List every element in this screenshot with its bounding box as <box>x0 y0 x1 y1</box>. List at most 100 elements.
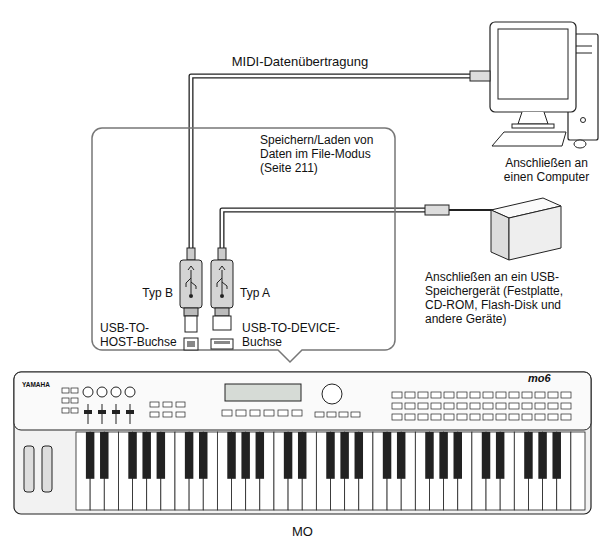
strain-relief <box>187 248 195 260</box>
node-text: Anschließen an ein USB-Speichergerät (Fe… <box>425 270 565 326</box>
pc-keyboard <box>492 132 566 146</box>
black-key <box>524 432 532 479</box>
button <box>163 402 172 407</box>
button <box>315 412 324 417</box>
button <box>71 388 78 393</box>
button <box>176 412 185 417</box>
usb-symbol <box>189 294 193 298</box>
button <box>405 414 415 420</box>
usb-a-plug <box>211 248 233 330</box>
black-key <box>157 432 165 479</box>
button <box>522 403 532 409</box>
plug-neck <box>184 308 198 316</box>
node-text: MO <box>10 524 595 540</box>
button <box>292 410 302 416</box>
usb-cable <box>191 76 470 248</box>
black-key <box>496 432 504 479</box>
button <box>431 403 441 409</box>
usb-symbol <box>217 266 227 294</box>
usb-b-jack <box>184 338 198 350</box>
jack-label: USB-TO-DEVICE-Buchse <box>242 321 352 349</box>
storage-device <box>425 198 561 260</box>
button <box>250 410 260 416</box>
button <box>509 414 519 420</box>
power-button <box>581 118 586 123</box>
button <box>457 414 467 420</box>
computer-icon <box>470 22 598 148</box>
black-key <box>227 432 235 479</box>
black-key <box>256 432 264 479</box>
cable-outline <box>191 76 470 248</box>
button <box>150 402 159 407</box>
button <box>470 403 480 409</box>
button <box>444 403 454 409</box>
data-dial <box>322 384 342 404</box>
plug-body <box>211 260 233 308</box>
button <box>62 408 69 413</box>
button <box>535 403 545 409</box>
black-key <box>284 432 292 479</box>
drive-slot <box>574 46 592 47</box>
button <box>496 414 506 420</box>
black-key <box>100 432 108 479</box>
drive-slot <box>574 53 592 54</box>
button <box>62 398 69 403</box>
synth-body <box>14 372 591 514</box>
model-logo: mo6 <box>528 372 551 385</box>
monitor <box>490 22 576 112</box>
button <box>163 412 172 417</box>
mouse <box>574 140 586 148</box>
node-text: Speichern/Laden von Daten im File-Modus … <box>260 133 388 175</box>
synthesizer <box>10 366 595 550</box>
button <box>561 392 571 398</box>
button <box>405 392 415 398</box>
usb-symbol <box>186 266 196 294</box>
black-key <box>185 432 193 479</box>
button <box>548 403 558 409</box>
black-key <box>298 432 306 479</box>
storage-device: Anschließen an ein USB-Speichergerät (Fe… <box>425 180 603 340</box>
button <box>278 410 288 416</box>
plug-body <box>180 260 202 308</box>
button <box>431 414 441 420</box>
black-key <box>383 432 391 479</box>
knob <box>83 387 93 397</box>
slider-cap <box>112 410 120 414</box>
button <box>392 392 402 398</box>
black-key <box>86 432 94 479</box>
monitor-base <box>512 124 554 128</box>
wheel <box>42 446 52 492</box>
button <box>561 414 571 420</box>
usb-symbol <box>220 294 224 298</box>
button <box>496 392 506 398</box>
control-panel <box>14 372 591 430</box>
jack-label: USB-TO-HOST-Buchse <box>100 321 180 349</box>
button <box>392 414 402 420</box>
cable-core <box>191 76 470 248</box>
plug-neck <box>215 308 229 316</box>
button <box>470 392 480 398</box>
usb-b-plug <box>180 248 202 332</box>
black-key <box>454 432 462 479</box>
strain-relief <box>218 248 226 260</box>
button <box>222 410 232 416</box>
wheel <box>24 446 34 492</box>
button <box>457 403 467 409</box>
plug-tip <box>185 316 197 332</box>
knob <box>125 387 135 397</box>
black-key <box>538 432 546 479</box>
black-key <box>199 432 207 479</box>
button <box>418 403 428 409</box>
black-key <box>128 432 136 479</box>
button <box>496 403 506 409</box>
button <box>561 403 571 409</box>
knob <box>111 387 121 397</box>
usb-b-plug: Typ B <box>179 248 203 336</box>
button <box>535 414 545 420</box>
black-key <box>326 432 334 479</box>
synthesizer: MO <box>10 366 595 550</box>
usb-a-plug: Typ A <box>210 248 234 336</box>
button <box>509 403 519 409</box>
button <box>62 388 69 393</box>
